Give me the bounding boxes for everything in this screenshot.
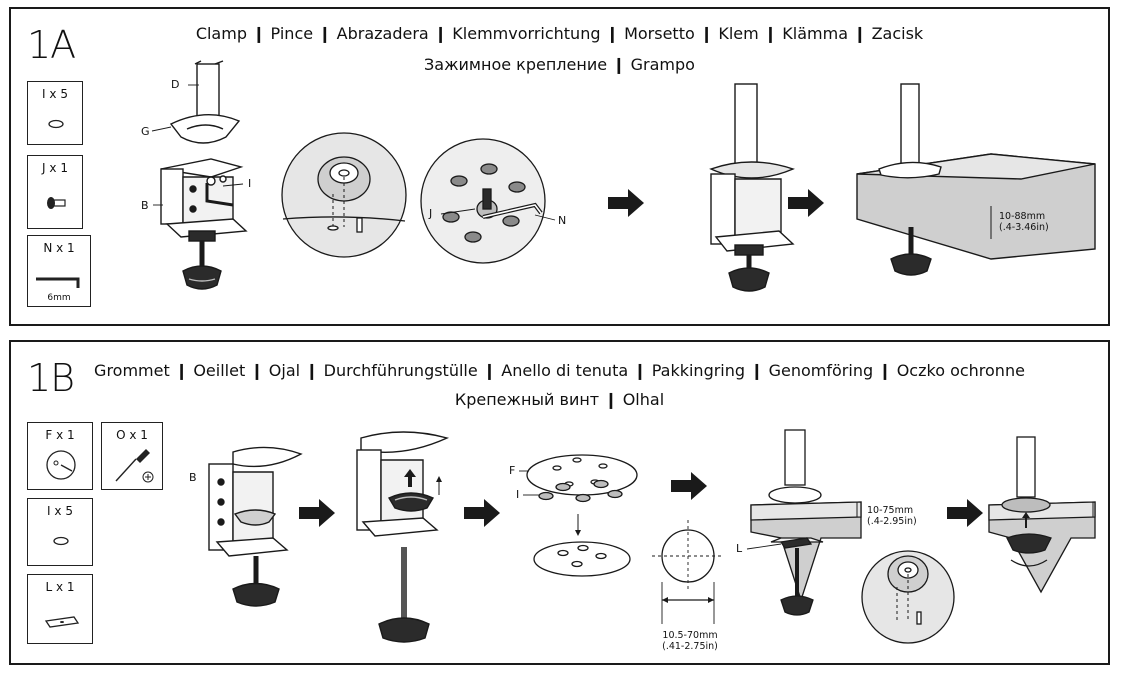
detail-circle-washer — [281, 132, 407, 258]
step-arrow — [788, 189, 824, 217]
allen-key-icon — [36, 277, 80, 288]
part-label: O x 1 — [116, 428, 148, 442]
grommet-plate-icon — [46, 450, 76, 480]
grommet-languages-line1: Grommet ❙ Oeillet ❙ Ojal ❙ Durchführungs… — [94, 361, 1025, 380]
clamp-disassembled-drawing — [356, 431, 450, 643]
step-number: 1A — [27, 23, 76, 67]
callout-d: D — [171, 78, 180, 91]
part-label: I x 5 — [42, 87, 68, 101]
callout-b: B — [189, 471, 197, 484]
part-box-l: L x 1 — [27, 574, 93, 644]
step-arrow — [671, 472, 707, 500]
part-label: F x 1 — [45, 428, 75, 442]
clamp-panel: 1A Clamp ❙ Pince ❙ Abrazadera ❙ Klemmvor… — [9, 7, 1110, 326]
grommet-languages-line2: Крепежный винт ❙ Olhal — [454, 390, 665, 409]
step-arrow — [947, 499, 983, 527]
hole-diameter-measure: 10.5-70mm (.41-2.75in) — [662, 630, 718, 652]
grommet-desk-drawing — [750, 429, 862, 616]
part-box-i: I x 5 — [27, 81, 83, 145]
part-box-f: F x 1 — [27, 422, 93, 490]
grommet-panel: 1B Grommet ❙ Oeillet ❙ Ojal ❙ Durchführu… — [9, 340, 1110, 665]
clamp-b-drawing — [208, 446, 303, 607]
thickness-measure: 10-88mm (.4-3.46in) — [999, 211, 1049, 233]
part-label: J x 1 — [42, 161, 68, 175]
callout-i: I — [248, 177, 252, 190]
step-number: 1B — [27, 356, 75, 400]
detail-circle-grommet — [861, 550, 955, 644]
washer-icon — [53, 536, 69, 546]
part-box-i: I x 5 — [27, 498, 93, 566]
step-arrow — [608, 189, 644, 217]
step-arrow — [464, 499, 500, 527]
callout-n: N — [558, 214, 567, 227]
grommet-final-drawing — [988, 436, 1096, 594]
part-box-n: N x 1 6mm — [27, 235, 91, 307]
part-size: 6mm — [47, 293, 71, 303]
callout-f: F — [509, 464, 516, 477]
part-box-o: O x 1 — [101, 422, 163, 490]
desk-mounted-drawing — [856, 83, 1096, 276]
callout-j: J — [429, 207, 433, 220]
step-arrow — [299, 499, 335, 527]
clamp-assembled-drawing — [709, 83, 795, 292]
callout-i: I — [516, 488, 520, 501]
part-box-j: J x 1 — [27, 155, 83, 229]
washer-icon — [48, 119, 64, 129]
desk-hole-drawing — [652, 520, 724, 624]
screwdriver-icon — [115, 449, 154, 483]
clamp-exploded-drawing — [160, 60, 248, 290]
callout-b: B — [141, 199, 149, 212]
clamp-languages-line1: Clamp ❙ Pince ❙ Abrazadera ❙ Klemmvorric… — [195, 24, 924, 43]
detail-circle-screw — [420, 138, 546, 264]
part-label: N x 1 — [43, 241, 75, 255]
grommet-illustration — [208, 429, 1096, 644]
callout-g: G — [141, 125, 150, 138]
screw-icon — [47, 197, 66, 209]
clamp-illustration — [151, 60, 1096, 292]
grommet-plate-drawing — [526, 454, 638, 577]
plate-l-icon — [44, 616, 80, 628]
callout-l: L — [736, 542, 743, 555]
part-label: L x 1 — [45, 580, 75, 594]
part-label: I x 5 — [47, 504, 73, 518]
thickness-measure: 10-75mm (.4-2.95in) — [867, 505, 917, 527]
clamp-languages-line2: Зажимное крепление ❙ Grampo — [424, 55, 695, 74]
